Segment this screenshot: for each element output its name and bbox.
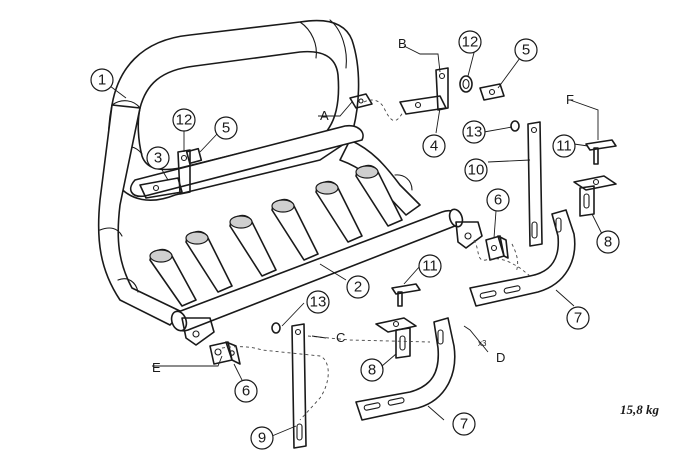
washer-13-top	[510, 120, 520, 132]
callout-8a-label: 8	[604, 234, 612, 251]
lower-crossbar	[149, 164, 483, 346]
curved-bracket-7-center	[355, 317, 456, 421]
washer-13-center	[271, 322, 281, 334]
ref-letter-c: C	[336, 330, 345, 345]
callout-3-label: 3	[154, 150, 162, 167]
curved-bracket-7-right	[469, 209, 576, 307]
main-frame	[97, 19, 421, 326]
callout-13b-label: 13	[310, 294, 327, 311]
callout-4-label: 4	[430, 138, 438, 155]
callout-9: 9	[250, 426, 274, 450]
ref-letter-f: F	[566, 92, 574, 107]
callout-10: 10	[464, 158, 488, 182]
callout-6b: 6	[234, 379, 258, 403]
callout-2-label: 2	[354, 279, 362, 296]
callout-9-label: 9	[258, 430, 266, 447]
block-8-right	[573, 175, 617, 217]
callout-2: 2	[346, 275, 370, 299]
bolt-11-right	[585, 139, 617, 165]
callout-13a-label: 13	[466, 124, 483, 141]
flat-bar-10	[527, 121, 543, 247]
callout-5b-label: 5	[522, 42, 530, 59]
callout-13a: 13	[462, 120, 486, 144]
ref-letter-b: B	[398, 36, 407, 51]
callout-5a-label: 5	[222, 120, 230, 137]
callout-4: 4	[422, 134, 446, 158]
callout-12a: 12	[172, 108, 196, 132]
bolt-11-center	[391, 283, 421, 307]
callout-7a-label: 7	[574, 310, 582, 327]
callout-12a-label: 12	[176, 112, 193, 129]
block-8-center	[375, 317, 417, 359]
guard-tubes	[149, 164, 403, 307]
bracket-4	[349, 67, 449, 115]
flat-bar-9	[291, 323, 307, 449]
callout-6b-label: 6	[242, 383, 250, 400]
nut-plate-5-top	[479, 83, 505, 101]
callout-7b-label: 7	[460, 416, 468, 433]
callout-7b: 7	[452, 412, 476, 436]
callout-11b-label: 11	[422, 258, 438, 275]
weight-label: 15,8 kg	[620, 402, 659, 417]
callout-12b: 12	[458, 30, 482, 54]
callout-6a-label: 6	[494, 192, 502, 209]
ref-letter-e: E	[152, 360, 161, 375]
callout-10-label: 10	[468, 162, 485, 179]
spacer-12-top	[459, 75, 473, 93]
callout-11b: 11	[418, 254, 442, 278]
callout-8a: 8	[596, 230, 620, 254]
multiplier-label: x3	[478, 339, 487, 348]
bracket-6-right	[485, 235, 509, 261]
callout-11a: 11	[552, 134, 576, 158]
ref-letter-a: A	[320, 108, 329, 123]
callout-5a: 5	[214, 116, 238, 140]
callout-13b: 13	[306, 290, 330, 314]
bracket-3	[139, 147, 203, 199]
callout-3: 3	[146, 146, 170, 170]
callout-1-label: 1	[98, 72, 106, 89]
callout-8b-label: 8	[368, 362, 376, 379]
callout-12b-label: 12	[462, 34, 479, 51]
ref-letter-d: D	[496, 350, 505, 365]
callout-11a-label: 11	[556, 138, 572, 155]
callout-1: 1	[90, 68, 114, 92]
callout-5b: 5	[514, 38, 538, 62]
callout-7a: 7	[566, 306, 590, 330]
callout-6a: 6	[486, 188, 510, 212]
callout-8b: 8	[360, 358, 384, 382]
bracket-6-left	[209, 341, 241, 365]
